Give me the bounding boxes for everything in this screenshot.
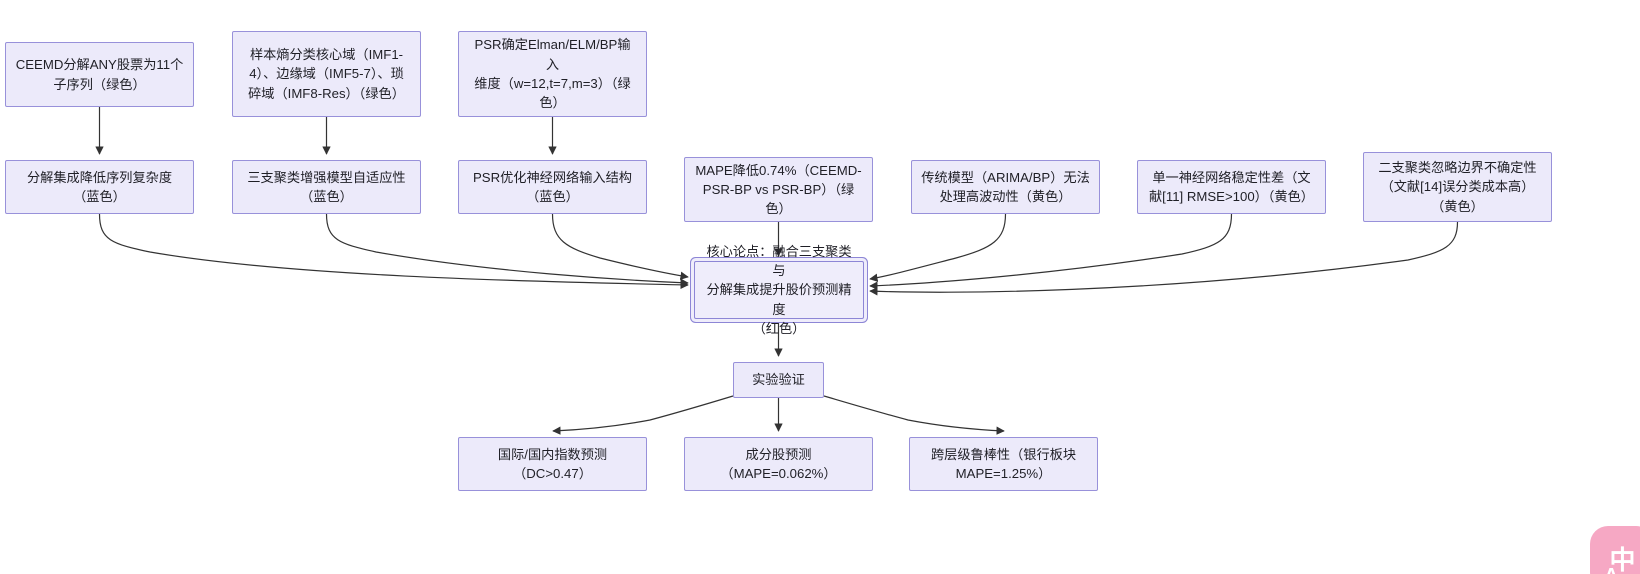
edge-twoway-to-core (869, 221, 1459, 296)
node-label: 传统模型（ARIMA/BP）无法 处理高波动性（黄色） (921, 169, 1090, 204)
node-cross-level-robustness[interactable]: 跨层级鲁棒性（银行板块 MAPE=1.25%） (909, 437, 1098, 491)
edge-experiment-to-robust (823, 395, 1005, 435)
node-label: 样本熵分类核心域（IMF1- 4）、边缘域（IMF5-7）、琐 碎域（IMF8-… (248, 47, 405, 101)
node-experiment-validation[interactable]: 实验验证 (733, 362, 824, 398)
watermark-char: 中 (1609, 544, 1635, 574)
node-label: 二支聚类忽略边界不确定性 （文献[14]误分类成本高） （黄色） (1378, 160, 1537, 214)
node-label: PSR确定Elman/ELM/BP输入 维度（w=12,t=7,m=3）（绿 色… (474, 37, 631, 111)
watermark-char-secondary: A (1604, 565, 1618, 574)
node-label: PSR优化神经网络输入结构 （蓝色） (473, 169, 632, 204)
edge-psrstruct-to-core (551, 213, 689, 280)
node-constituent-stock-forecast[interactable]: 成分股预测 （MAPE=0.062%） (684, 437, 873, 491)
node-psr-input-dimension[interactable]: PSR确定Elman/ELM/BP输入 维度（w=12,t=7,m=3）（绿 色… (458, 31, 647, 117)
edge-threeway-to-core (325, 213, 689, 287)
edge-singlenn-to-core (869, 213, 1233, 290)
node-decomposition-complexity[interactable]: 分解集成降低序列复杂度 （蓝色） (5, 160, 194, 214)
node-three-way-clustering-adaptivity[interactable]: 三支聚类增强模型自适应性 （蓝色） (232, 160, 421, 214)
node-label: 单一神经网络稳定性差（文 献[11] RMSE>100）（黄色） (1148, 169, 1314, 204)
node-traditional-model-limitation[interactable]: 传统模型（ARIMA/BP）无法 处理高波动性（黄色） (911, 160, 1100, 214)
node-label: 实验验证 (752, 372, 805, 388)
edge-decomp-to-core (98, 213, 689, 290)
node-psr-network-structure[interactable]: PSR优化神经网络输入结构 （蓝色） (458, 160, 647, 214)
node-label: 分解集成降低序列复杂度 （蓝色） (26, 169, 173, 204)
node-label: 跨层级鲁棒性（银行板块 MAPE=1.25%） (930, 446, 1077, 481)
node-label: 成分股预测 （MAPE=0.062%） (720, 446, 837, 481)
node-ceemd-decomposition[interactable]: CEEMD分解ANY股票为11个 子序列（绿色） (5, 42, 194, 107)
node-single-neural-network-instability[interactable]: 单一神经网络稳定性差（文 献[11] RMSE>100）（黄色） (1137, 160, 1326, 214)
node-label: 三支聚类增强模型自适应性 （蓝色） (247, 169, 406, 204)
node-label: MAPE降低0.74%（CEEMD- PSR-BP vs PSR-BP）（绿 色… (695, 162, 862, 217)
node-sample-entropy-classification[interactable]: 样本熵分类核心域（IMF1- 4）、边缘域（IMF5-7）、琐 碎域（IMF8-… (232, 31, 421, 117)
node-mape-reduction[interactable]: MAPE降低0.74%（CEEMD- PSR-BP vs PSR-BP）（绿 色… (684, 157, 873, 222)
node-label: 国际/国内指数预测 （DC>0.47） (497, 446, 608, 481)
edge-traditional-to-core (869, 213, 1007, 282)
node-core-claim[interactable]: 核心论点：融合三支聚类与 分解集成提升股价预测精度 （红色） (694, 244, 864, 336)
node-two-way-clustering-limitation[interactable]: 二支聚类忽略边界不确定性 （文献[14]误分类成本高） （黄色） (1363, 152, 1552, 222)
node-index-forecast[interactable]: 国际/国内指数预测 （DC>0.47） (458, 437, 647, 491)
node-label: CEEMD分解ANY股票为11个 子序列（绿色） (15, 57, 184, 92)
node-label: 核心论点：融合三支聚类与 分解集成提升股价预测精度 （红色） (706, 243, 852, 336)
watermark-badge: 中 A (1590, 526, 1640, 574)
edge-experiment-to-index (552, 395, 734, 435)
